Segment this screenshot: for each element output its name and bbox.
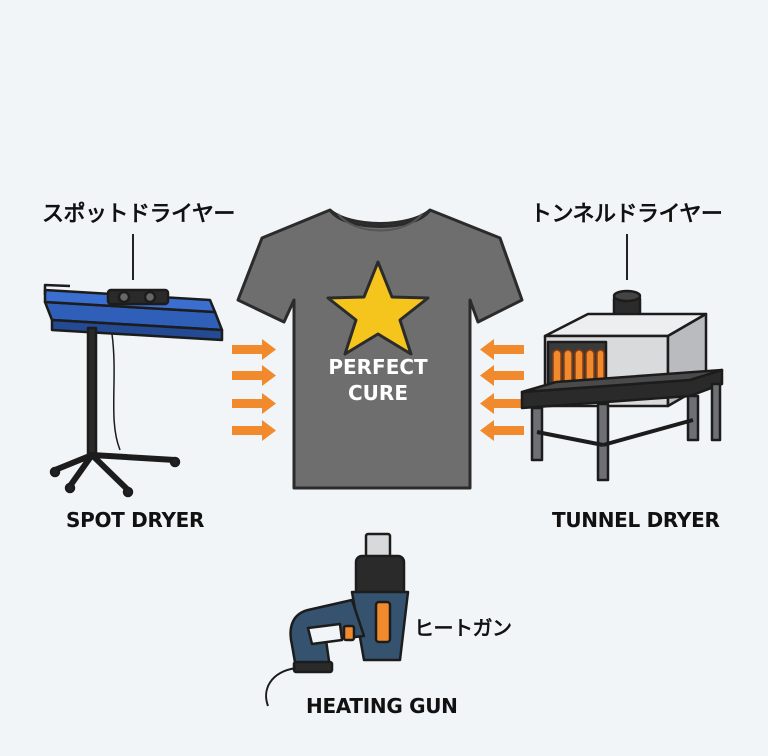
tunnel-dryer-label-en: TUNNEL DRYER: [552, 508, 720, 532]
t-shirt-icon: [236, 208, 524, 490]
heat-arrow-icon: [480, 339, 524, 360]
heat-arrows-left: [232, 339, 276, 441]
spot-dryer-label-en: SPOT DRYER: [66, 508, 205, 532]
heat-gun-label-jp: ヒートガン: [414, 616, 512, 640]
spot-dryer-label-jp: スポットドライヤー: [42, 202, 235, 227]
heat-arrow-icon: [480, 393, 524, 414]
tunnel-dryer-leader-line: [626, 234, 628, 280]
heat-arrow-icon: [232, 339, 276, 360]
heat-arrow-icon: [232, 420, 276, 441]
shirt-text-line1: PERFECT: [328, 355, 428, 379]
shirt-text-line2: CURE: [348, 381, 408, 405]
tunnel-dryer-label-jp: トンネルドライヤー: [530, 202, 723, 227]
heat-arrow-icon: [480, 365, 524, 386]
heat-arrow-icon: [480, 420, 524, 441]
spot-dryer-icon: [43, 283, 224, 498]
heat-gun-label-en: HEATING GUN: [306, 694, 458, 718]
heat-arrow-icon: [232, 365, 276, 386]
star-icon: [326, 260, 430, 356]
tunnel-dryer-icon: [520, 289, 724, 482]
heat-arrows-right: [480, 339, 524, 441]
heat-gun-icon: [265, 532, 410, 707]
heat-arrow-icon: [232, 393, 276, 414]
spot-dryer-leader-line: [132, 234, 134, 280]
